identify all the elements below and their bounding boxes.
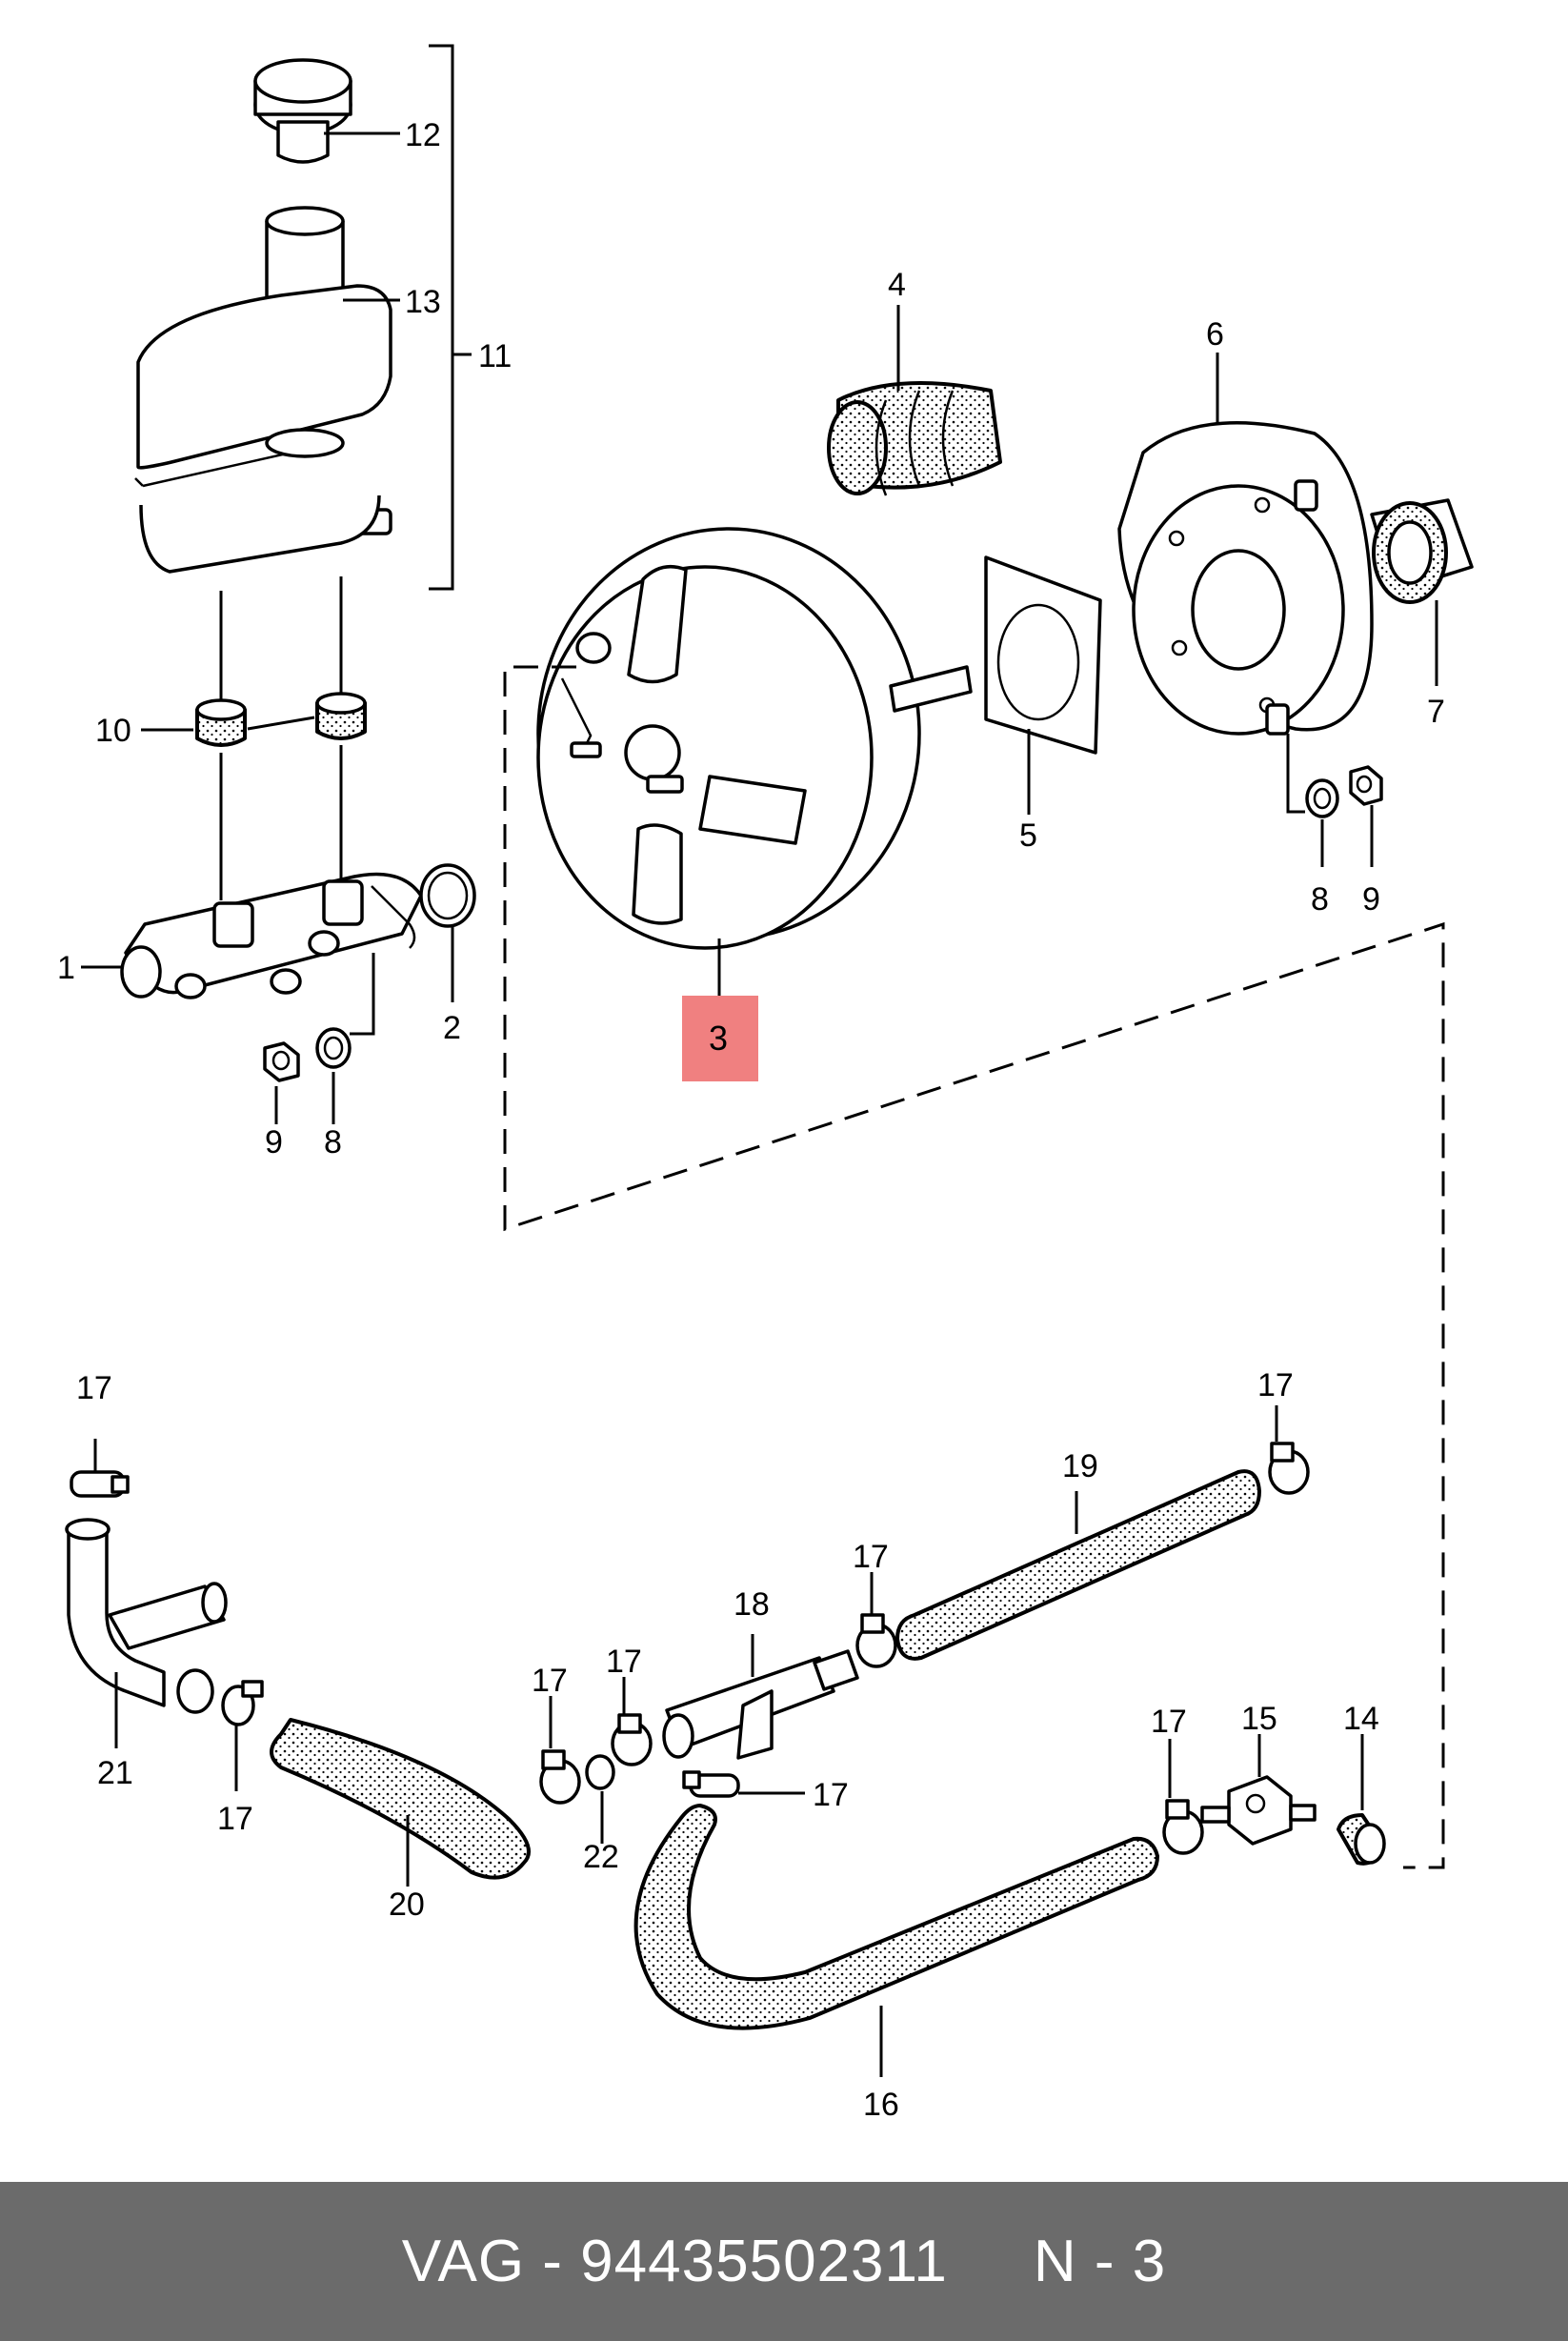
t-fitting <box>662 1649 859 1760</box>
hose-clamp-top-right <box>1268 1442 1310 1495</box>
callout-18: 18 <box>734 1586 770 1623</box>
callout-17-f: 17 <box>853 1539 889 1575</box>
check-valve <box>1200 1775 1317 1846</box>
master-cylinder <box>120 872 423 999</box>
callout-14: 14 <box>1343 1701 1379 1737</box>
callout-19: 19 <box>1062 1448 1098 1484</box>
connector-22 <box>585 1754 615 1790</box>
nut-left <box>263 1041 300 1082</box>
callout-16: 16 <box>863 2087 899 2123</box>
hose-clamp-tee <box>221 1680 264 1726</box>
o-ring <box>419 863 476 928</box>
callout-5: 5 <box>1019 817 1037 854</box>
callout-21: 21 <box>97 1755 133 1791</box>
hose-clamp-16 <box>1162 1799 1204 1855</box>
reservoir-cap <box>253 58 352 164</box>
callout-12: 12 <box>405 117 441 153</box>
callout-11: 11 <box>478 338 512 374</box>
grommet-left <box>195 698 247 747</box>
hose-clamp-22 <box>539 1749 581 1805</box>
callout-17-d: 17 <box>606 1644 642 1680</box>
nut-right <box>1349 765 1383 806</box>
callout-3: 3 <box>709 1019 728 1058</box>
brake-booster <box>536 527 973 950</box>
callout-17-a: 17 <box>76 1370 112 1406</box>
hose-clamp-19 <box>855 1613 897 1668</box>
callout-6: 6 <box>1206 316 1224 353</box>
gasket <box>984 555 1102 755</box>
bellows-boot <box>827 381 1002 496</box>
callout-3-highlight <box>682 996 758 1081</box>
hose-clamp-top-left <box>70 1470 130 1498</box>
hose-clamp-18 <box>611 1713 653 1766</box>
fluid-reservoir <box>134 284 392 574</box>
callout-8-right: 8 <box>1311 881 1329 918</box>
parts-diagram: 12 13 11 10 1 2 <box>57 44 1474 2123</box>
callout-1: 1 <box>57 950 75 986</box>
part-number: VAG - 94435502311 <box>401 2229 948 2294</box>
diagram-reference: N - 3 <box>1033 2229 1167 2294</box>
pipe-tee <box>65 1518 228 1714</box>
grommet-right <box>315 692 367 740</box>
callout-10: 10 <box>95 713 131 749</box>
callout-4: 4 <box>888 267 906 303</box>
hose-clamp-under-t <box>682 1770 740 1798</box>
callout-15: 15 <box>1241 1701 1277 1737</box>
callout-17-g: 17 <box>1257 1367 1294 1403</box>
vacuum-hose-19 <box>895 1469 1261 1661</box>
callout-22: 22 <box>583 1839 619 1875</box>
callout-17-h: 17 <box>1151 1704 1187 1740</box>
callout-9-right: 9 <box>1362 881 1380 918</box>
washer-right <box>1305 778 1339 818</box>
callout-17-c: 17 <box>532 1663 568 1699</box>
mounting-bracket <box>1117 421 1374 736</box>
callout-8-left: 8 <box>324 1124 342 1160</box>
callout-13: 13 <box>405 284 441 320</box>
grommet-14 <box>1337 1813 1386 1866</box>
callout-7: 7 <box>1427 694 1445 730</box>
vacuum-hose-20 <box>270 1718 531 1880</box>
vacuum-hose-16 <box>633 1804 1159 2030</box>
callout-20: 20 <box>389 1887 425 1923</box>
callout-17-b: 17 <box>217 1801 253 1837</box>
callout-2: 2 <box>443 1010 461 1046</box>
callout-9-left: 9 <box>265 1124 283 1160</box>
footer-bar: VAG - 94435502311 N - 3 <box>0 2182 1568 2341</box>
callout-17-e: 17 <box>813 1777 849 1813</box>
sleeve <box>1370 498 1474 604</box>
washer-left <box>315 1027 352 1069</box>
